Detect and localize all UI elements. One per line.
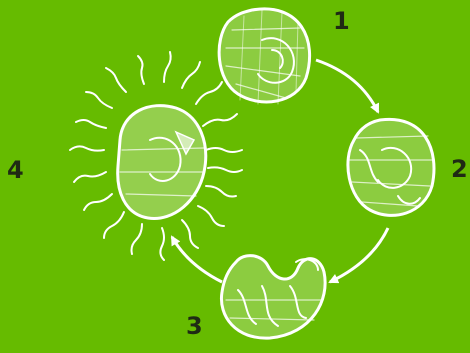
stage-3-illustration <box>221 256 325 339</box>
arrow-3-to-4 <box>172 237 222 282</box>
arrow-2-to-3 <box>330 228 388 282</box>
stage-4-number: 4 <box>7 158 24 182</box>
stage-4-illustration <box>70 52 242 260</box>
stage-2-number: 2 <box>451 157 468 181</box>
arrow-1-to-2 <box>316 60 378 112</box>
stage-1-illustration <box>219 9 309 104</box>
stage-1-number: 1 <box>333 9 350 33</box>
stage-3-number: 3 <box>186 314 203 338</box>
stage-2-illustration <box>348 119 434 215</box>
